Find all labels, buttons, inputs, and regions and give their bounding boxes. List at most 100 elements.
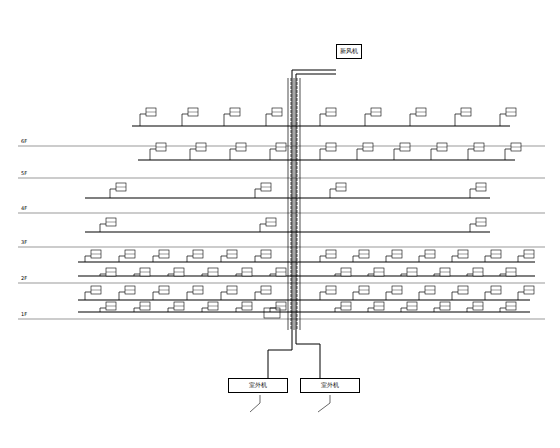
unit-branch bbox=[168, 308, 174, 312]
floor-line bbox=[18, 213, 545, 214]
indoor-unit bbox=[473, 272, 483, 273]
indoor-unit bbox=[276, 143, 286, 151]
indoor-unit bbox=[392, 254, 402, 255]
unit-branch bbox=[386, 292, 392, 300]
indoor-unit bbox=[341, 268, 351, 276]
indoor-unit bbox=[276, 302, 286, 310]
indoor-unit bbox=[506, 302, 516, 310]
indoor-unit bbox=[524, 290, 534, 291]
indoor-unit bbox=[174, 268, 184, 276]
indoor-unit bbox=[91, 250, 101, 258]
indoor-unit bbox=[242, 272, 252, 273]
indoor-unit bbox=[91, 254, 101, 255]
indoor-unit bbox=[491, 254, 501, 255]
indoor-unit bbox=[156, 143, 166, 151]
indoor-unit bbox=[125, 254, 135, 255]
indoor-unit bbox=[491, 286, 501, 294]
unit-branch bbox=[485, 292, 491, 300]
unit-branch bbox=[320, 256, 326, 262]
indoor-unit bbox=[193, 290, 203, 291]
box-text: 室外机 bbox=[249, 382, 267, 389]
unit-branch bbox=[150, 149, 156, 160]
indoor-unit bbox=[188, 112, 198, 113]
unit-branch bbox=[221, 256, 227, 262]
unit-branch bbox=[320, 292, 326, 300]
unit-branch bbox=[224, 114, 230, 126]
indoor-unit bbox=[374, 268, 384, 276]
unit-branch bbox=[221, 292, 227, 300]
unit-branch bbox=[500, 308, 506, 312]
unit-branch bbox=[455, 114, 461, 126]
outdoor-unit-box: 室外机 bbox=[300, 378, 360, 393]
indoor-unit bbox=[440, 306, 450, 307]
unit-branch bbox=[266, 114, 272, 126]
indoor-unit bbox=[106, 218, 116, 226]
indoor-unit bbox=[359, 286, 369, 294]
indoor-unit bbox=[208, 268, 218, 276]
fresh-air-unit-box: 新风机 bbox=[336, 44, 362, 59]
indoor-unit bbox=[156, 147, 166, 148]
unit-branch bbox=[153, 292, 159, 300]
indoor-unit bbox=[116, 183, 126, 191]
indoor-unit bbox=[276, 268, 286, 276]
outlet-line bbox=[250, 395, 260, 412]
indoor-unit bbox=[159, 254, 169, 255]
indoor-unit bbox=[476, 187, 486, 188]
riser-pipe bbox=[288, 78, 289, 330]
indoor-unit bbox=[511, 147, 521, 148]
indoor-unit bbox=[326, 254, 336, 255]
indoor-unit bbox=[416, 108, 426, 116]
unit-branch bbox=[140, 114, 146, 126]
branch-pipe bbox=[85, 197, 490, 198]
indoor-unit bbox=[359, 254, 369, 255]
unit-branch bbox=[357, 149, 363, 160]
indoor-unit bbox=[524, 254, 534, 255]
indoor-unit bbox=[326, 250, 336, 258]
unit-branch bbox=[100, 224, 106, 232]
indoor-unit bbox=[473, 306, 483, 307]
unit-branch bbox=[434, 308, 440, 312]
unit-branch bbox=[431, 149, 437, 160]
unit-branch bbox=[190, 149, 196, 160]
indoor-unit bbox=[193, 286, 203, 294]
indoor-unit bbox=[371, 112, 381, 113]
indoor-unit bbox=[106, 272, 116, 273]
indoor-unit bbox=[425, 286, 435, 294]
indoor-unit bbox=[106, 302, 116, 310]
unit-branch bbox=[505, 149, 511, 160]
indoor-unit bbox=[474, 143, 484, 151]
indoor-unit bbox=[230, 112, 240, 113]
unit-branch bbox=[230, 149, 236, 160]
unit-branch bbox=[85, 256, 91, 262]
indoor-unit bbox=[392, 286, 402, 294]
indoor-unit bbox=[392, 250, 402, 258]
floor-label: 2F bbox=[20, 275, 28, 281]
riser-pipe bbox=[300, 78, 301, 330]
indoor-unit bbox=[174, 302, 184, 310]
indoor-unit bbox=[440, 302, 450, 310]
indoor-unit bbox=[116, 187, 126, 188]
floor-label: 1F bbox=[20, 311, 28, 317]
indoor-unit bbox=[261, 183, 271, 191]
indoor-unit bbox=[458, 290, 468, 291]
floor-line bbox=[18, 283, 545, 284]
unit-branch bbox=[236, 274, 242, 276]
indoor-unit bbox=[374, 272, 384, 273]
indoor-unit bbox=[208, 272, 218, 273]
branch-pipe bbox=[78, 299, 530, 300]
floor-label: 6F bbox=[20, 138, 28, 144]
unit-branch bbox=[365, 114, 371, 126]
indoor-unit bbox=[476, 218, 486, 226]
unit-branch bbox=[467, 274, 473, 276]
indoor-unit bbox=[341, 302, 351, 310]
unit-branch bbox=[401, 308, 407, 312]
unit-branch bbox=[470, 224, 476, 232]
indoor-unit bbox=[336, 183, 346, 191]
unit-branch bbox=[134, 308, 140, 312]
indoor-unit bbox=[374, 302, 384, 310]
floor-line bbox=[18, 178, 545, 179]
indoor-unit bbox=[242, 268, 252, 276]
indoor-unit bbox=[196, 147, 206, 148]
indoor-unit bbox=[261, 254, 271, 255]
indoor-unit bbox=[159, 250, 169, 258]
